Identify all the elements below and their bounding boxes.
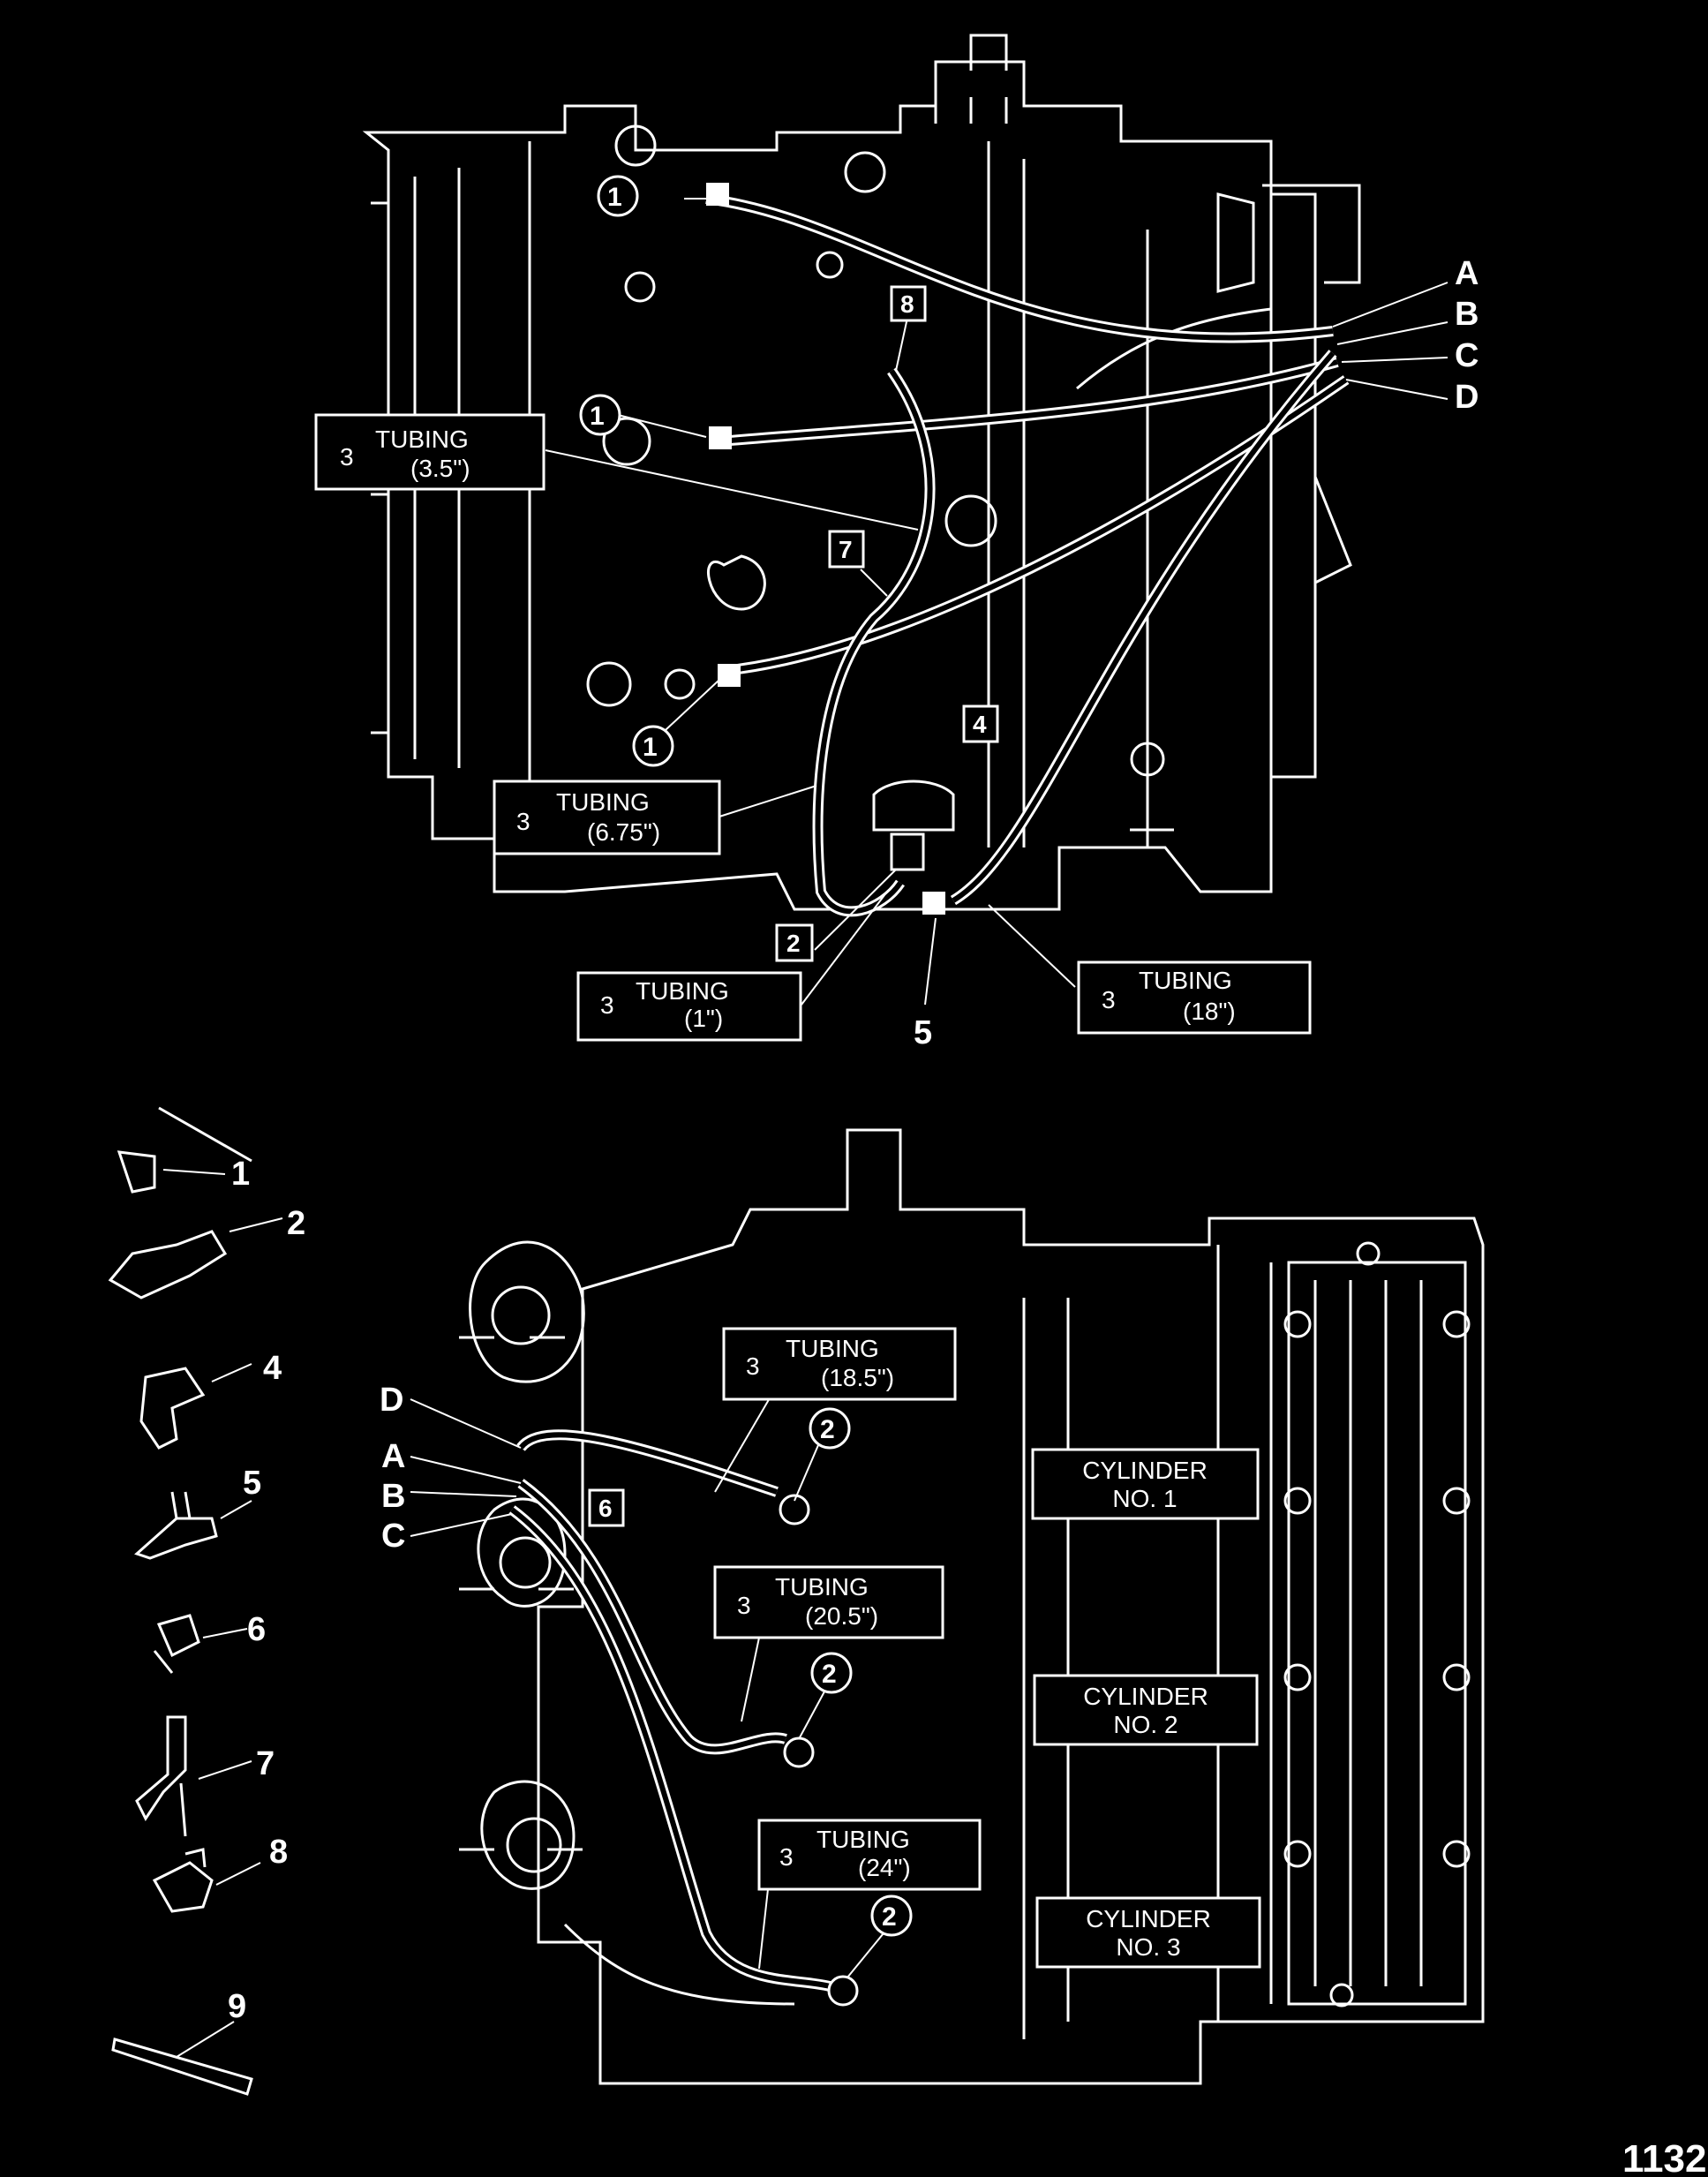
bottom-letter-c: C <box>381 1518 405 1555</box>
top-letter-d: D <box>1455 379 1479 416</box>
bottom-tubing-routes <box>508 1429 859 2007</box>
legend-number-1: 1 <box>231 1156 250 1193</box>
top-tubing-routes <box>705 193 1350 917</box>
top-letter-b: B <box>1455 296 1479 333</box>
top-callout-4: 4 <box>973 711 987 738</box>
legend-number-4: 4 <box>263 1350 282 1387</box>
top-tubing-3-length: (1") <box>684 1005 723 1032</box>
top-callout-5: 5 <box>914 1014 932 1051</box>
bottom-tubing-2-qty: 3 <box>737 1592 751 1619</box>
legend-number-8: 8 <box>269 1834 288 1871</box>
parts-legend-drawings <box>108 1106 283 2096</box>
bottom-leaders <box>410 1385 888 1978</box>
top-callout-1c: 1 <box>643 733 658 762</box>
top-callout-7: 7 <box>839 536 853 563</box>
cylinder-2-line1: CYLINDER <box>1083 1683 1208 1710</box>
top-tubing-3-qty: 3 <box>600 991 614 1019</box>
bottom-tubing-3-qty: 3 <box>779 1843 794 1871</box>
label-boxes <box>314 175 1312 1969</box>
bottom-letter-d: D <box>380 1382 403 1419</box>
legend-number-7: 7 <box>256 1745 275 1782</box>
top-leaders <box>545 198 1448 1006</box>
bottom-callout-2a: 2 <box>820 1415 835 1444</box>
bottom-tubing-2-name: TUBING <box>775 1573 869 1601</box>
bottom-tubing-3-length: (24") <box>858 1854 911 1881</box>
top-letter-a: A <box>1455 255 1479 292</box>
top-tubing-4-name: TUBING <box>1139 967 1232 994</box>
bottom-callout-2b: 2 <box>822 1660 837 1689</box>
legend-number-9: 9 <box>228 1988 246 2025</box>
top-tubing-4-qty: 3 <box>1102 986 1116 1013</box>
cylinder-2-line2: NO. 2 <box>1113 1711 1178 1738</box>
top-callout-2: 2 <box>786 930 801 957</box>
top-callout-1b: 1 <box>590 402 605 431</box>
top-callout-1a: 1 <box>607 183 622 212</box>
bottom-tubing-3-name: TUBING <box>816 1826 910 1853</box>
bottom-tubing-1-name: TUBING <box>786 1335 879 1362</box>
legend-number-2: 2 <box>287 1205 305 1242</box>
top-tubing-2-qty: 3 <box>516 808 530 835</box>
bottom-tubing-2-length: (20.5") <box>805 1602 878 1630</box>
legend-number-5: 5 <box>243 1465 261 1502</box>
top-tubing-3-name: TUBING <box>636 977 729 1005</box>
bottom-callout-2c: 2 <box>882 1902 897 1932</box>
cylinder-1-line1: CYLINDER <box>1082 1457 1208 1484</box>
cylinder-1-line2: NO. 1 <box>1112 1485 1177 1512</box>
bottom-tubing-1-qty: 3 <box>746 1352 760 1380</box>
bottom-tubing-1-length: (18.5") <box>821 1364 894 1391</box>
legend-number-6: 6 <box>247 1611 266 1648</box>
top-tubing-1-name: TUBING <box>375 426 469 453</box>
bottom-letter-b: B <box>381 1478 405 1515</box>
top-tubing-4-length: (18") <box>1183 998 1236 1025</box>
top-tubing-1-length: (3.5") <box>410 455 470 482</box>
top-tubing-2-name: TUBING <box>556 788 650 816</box>
top-callout-8: 8 <box>900 290 914 318</box>
figure-number: 11321 <box>1622 2137 1708 2177</box>
top-tubing-1-qty: 3 <box>340 443 354 471</box>
cylinder-3-line1: CYLINDER <box>1086 1905 1211 1932</box>
top-letter-c: C <box>1455 337 1479 374</box>
bottom-letter-a: A <box>381 1438 405 1475</box>
cylinder-3-line2: NO. 3 <box>1116 1933 1180 1961</box>
top-tubing-2-length: (6.75") <box>587 818 660 846</box>
bottom-callout-6: 6 <box>598 1495 613 1522</box>
